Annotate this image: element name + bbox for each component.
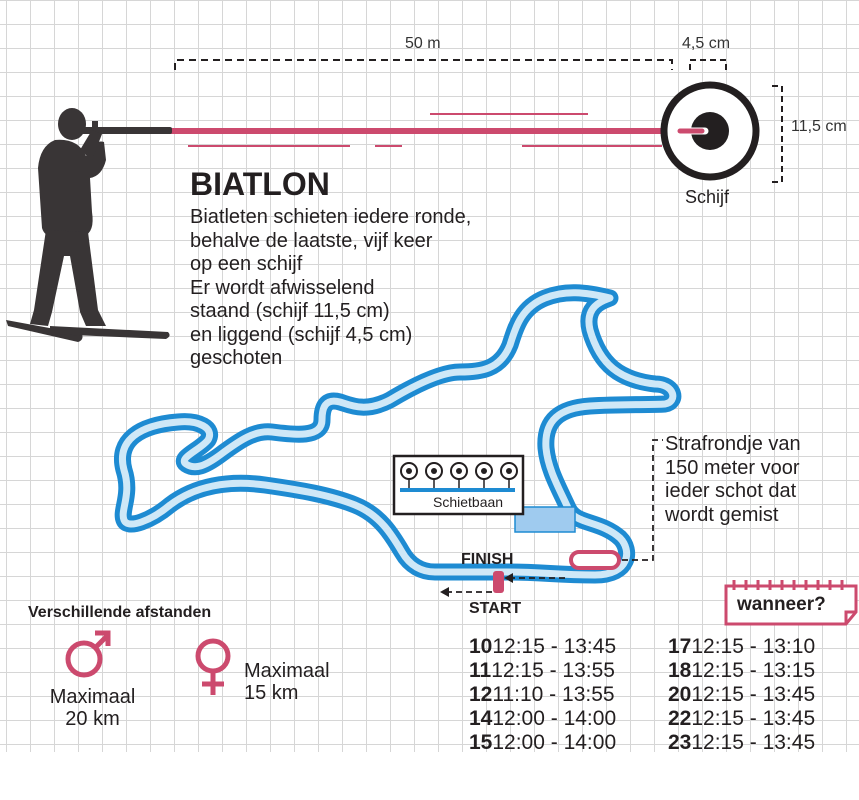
male-distance: Maximaal 20 km: [49, 686, 136, 730]
dimension-45cm: [689, 59, 727, 70]
distances-title: Verschillende afstanden: [28, 604, 212, 621]
description-line: geschoten: [190, 347, 283, 369]
label-target: Schijf: [685, 187, 730, 207]
penalty-line: ieder schot dat: [665, 480, 797, 502]
description-line: behalve de laatste, vijf keer: [190, 229, 433, 252]
description-line: staand (schijf 11,5 cm): [190, 300, 390, 322]
schedule-time: 12:15 - 13:45: [691, 683, 816, 706]
penalty-line: 150 meter voor: [665, 456, 800, 479]
penalty-line: Strafrondje van: [665, 433, 801, 455]
shooting-range-box: [392, 454, 525, 516]
schedule-time: 12:15 - 13:45: [492, 635, 617, 658]
schedule-day: 14: [469, 707, 493, 730]
schedule-day: 23: [668, 731, 692, 754]
schedule-day: 20: [668, 683, 692, 706]
penalty-line: wordt gemist: [665, 503, 779, 526]
description-line: en liggend (schijf 4,5 cm): [190, 323, 413, 346]
schedule-day: 17: [668, 635, 692, 658]
schedule-row: 2012:15 - 13:45: [668, 683, 815, 707]
range-label: Schietbaan: [433, 494, 504, 510]
schedule-row: 1012:15 - 13:45: [469, 635, 616, 659]
start-arrow-icon: [440, 587, 449, 597]
schedule-day: 15: [469, 731, 493, 754]
female-distance: Maximaal 15 km: [244, 660, 330, 704]
schedule-time: 12:00 - 14:00: [492, 731, 617, 754]
description-line: op een schijf: [190, 253, 303, 275]
wanneer-badge: wanneer?: [737, 594, 826, 615]
schedule-row: 1812:15 - 13:15: [668, 659, 815, 683]
description-line: Er wordt afwisselend: [190, 276, 375, 299]
schedule-day: 12: [469, 683, 493, 706]
biathlete-silhouette: [6, 108, 172, 342]
schedule-time: 12:15 - 13:45: [691, 707, 816, 730]
schedule-time: 12:15 - 13:15: [691, 659, 816, 682]
schedule-time: 12:15 - 13:45: [691, 731, 816, 754]
range-building: [514, 506, 576, 533]
finish-label: FINISH: [461, 551, 514, 568]
schedule-time: 12:15 - 13:55: [491, 659, 615, 682]
penalty-loop: [569, 550, 621, 570]
page-title: BIATLON: [190, 166, 330, 202]
start-label: START: [469, 600, 522, 617]
label-50m: 50 m: [405, 35, 441, 52]
schedule-day: 18: [668, 659, 692, 682]
wanneer-badge-shape: [724, 580, 858, 626]
schedule-row: 1211:10 - 13:55: [469, 683, 615, 707]
male-symbol-icon: [65, 630, 111, 678]
schedule-time: 12:00 - 14:00: [492, 707, 617, 730]
schedule-row: 2212:15 - 13:45: [668, 707, 815, 731]
finish-arrow-icon: [504, 573, 513, 583]
schedule-row: 1112:15 - 13:55: [469, 659, 615, 683]
shooting-diagram: [6, 59, 783, 342]
label-45cm: 4,5 cm: [682, 35, 731, 52]
dimension-115cm: [772, 85, 783, 183]
penalty-callout: [622, 439, 663, 561]
schedule-day: 11: [469, 659, 492, 682]
label-115cm: 11,5 cm: [791, 118, 847, 135]
target-icon: [660, 81, 760, 181]
dimension-50m: [174, 59, 673, 70]
schedule-row: 1512:00 - 14:00: [469, 731, 616, 755]
schedule-row: 1712:15 - 13:10: [668, 635, 815, 659]
female-symbol-icon: [195, 638, 231, 695]
penalty-note: Strafrondje van 150 meter voor ieder sch…: [665, 433, 801, 527]
start-finish-line: [493, 571, 504, 593]
description-line: Biatleten schieten iedere ronde,: [190, 206, 472, 228]
description: Biatleten schieten iedere ronde, behalve…: [190, 206, 471, 371]
schedule-time: 11:10 - 13:55: [492, 683, 615, 706]
schedule-day: 22: [668, 707, 692, 730]
schedule-time: 12:15 - 13:10: [691, 635, 816, 658]
schedule-row: 2312:15 - 13:45: [668, 731, 815, 755]
schedule-day: 10: [469, 635, 493, 658]
schedule-row: 1412:00 - 14:00: [469, 707, 616, 731]
